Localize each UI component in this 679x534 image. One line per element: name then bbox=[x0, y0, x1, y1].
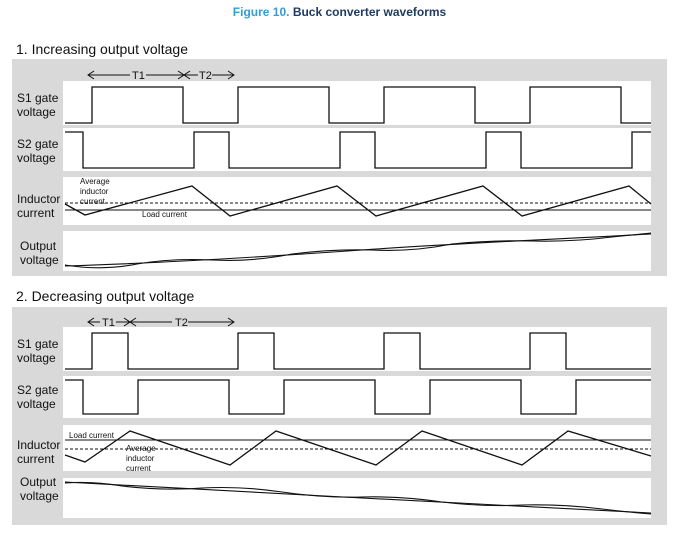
figure-number: Figure 10. bbox=[232, 5, 290, 19]
row-label-s1-line2: voltage bbox=[17, 351, 56, 365]
row-label-out-line1: Output bbox=[20, 475, 57, 489]
output-voltage-trace bbox=[64, 481, 652, 515]
row-label-out-line2: voltage bbox=[20, 489, 59, 503]
t1-label: T1 bbox=[102, 317, 115, 329]
strip-s2-gate bbox=[63, 128, 651, 171]
t2-label: T2 bbox=[199, 70, 212, 82]
output-voltage-trace bbox=[64, 232, 652, 269]
t2-label: T2 bbox=[175, 317, 188, 329]
output-voltage-reference bbox=[64, 481, 652, 514]
row-label-s2-line1: S2 gate bbox=[17, 383, 59, 397]
row-label-s2-line2: voltage bbox=[17, 151, 56, 165]
row-label-out-line1: Output bbox=[20, 239, 57, 253]
strip-s2-gate bbox=[63, 376, 651, 418]
waveform-diagram-decreasing: T1 T2 S1 gate voltage S2 gate voltage In… bbox=[17, 317, 652, 518]
row-label-ind-line1: Inductor bbox=[17, 192, 60, 206]
figure-caption: Buck converter waveforms bbox=[292, 5, 447, 19]
panel-decreasing: T1 T2 S1 gate voltage S2 gate voltage In… bbox=[12, 307, 667, 525]
s1-gate-trace bbox=[65, 86, 651, 124]
row-label-ind-line2: current bbox=[17, 452, 55, 466]
section-heading-decreasing: 2. Decreasing output voltage bbox=[16, 288, 195, 304]
timing-arrows bbox=[87, 70, 235, 80]
row-label-out-line2: voltage bbox=[20, 253, 59, 267]
strip-output-voltage bbox=[63, 231, 651, 271]
strip-s1-gate bbox=[63, 327, 651, 371]
average-annotation-line3: current bbox=[126, 464, 152, 473]
average-annotation-line2: inductor bbox=[80, 187, 109, 196]
figure-title: Figure 10. Buck converter waveforms bbox=[0, 5, 679, 19]
average-annotation-line2: inductor bbox=[126, 454, 155, 463]
average-annotation-line1: Average bbox=[80, 177, 110, 186]
average-annotation-line1: Average bbox=[126, 444, 156, 453]
strip-s1-gate bbox=[63, 81, 651, 125]
row-label-s2-line2: voltage bbox=[17, 397, 56, 411]
s1-gate-trace bbox=[65, 332, 651, 370]
section-heading-increasing: 1. Increasing output voltage bbox=[16, 41, 189, 57]
strip-inductor-current bbox=[63, 425, 651, 471]
row-label-s2-line1: S2 gate bbox=[17, 137, 59, 151]
row-label-ind-line1: Inductor bbox=[17, 438, 60, 452]
row-label-s1-line1: S1 gate bbox=[17, 337, 59, 351]
s2-gate-trace bbox=[65, 379, 651, 415]
row-label-ind-line2: current bbox=[17, 206, 55, 220]
inductor-current-trace bbox=[64, 185, 652, 217]
load-current-annotation: Load current bbox=[142, 210, 188, 219]
timing-arrows bbox=[87, 317, 235, 327]
panel-increasing: T1 T2 S1 gate voltage S2 gate voltage In… bbox=[12, 59, 667, 276]
average-annotation-line3: current bbox=[80, 197, 106, 206]
waveform-diagram-increasing: T1 T2 S1 gate voltage S2 gate voltage In… bbox=[17, 70, 652, 271]
inductor-current-trace bbox=[64, 430, 652, 466]
row-label-s1-line1: S1 gate bbox=[17, 91, 59, 105]
row-label-s1-line2: voltage bbox=[17, 105, 56, 119]
s2-gate-trace bbox=[65, 131, 651, 169]
t1-label: T1 bbox=[132, 70, 145, 82]
load-current-annotation: Load current bbox=[69, 431, 115, 440]
